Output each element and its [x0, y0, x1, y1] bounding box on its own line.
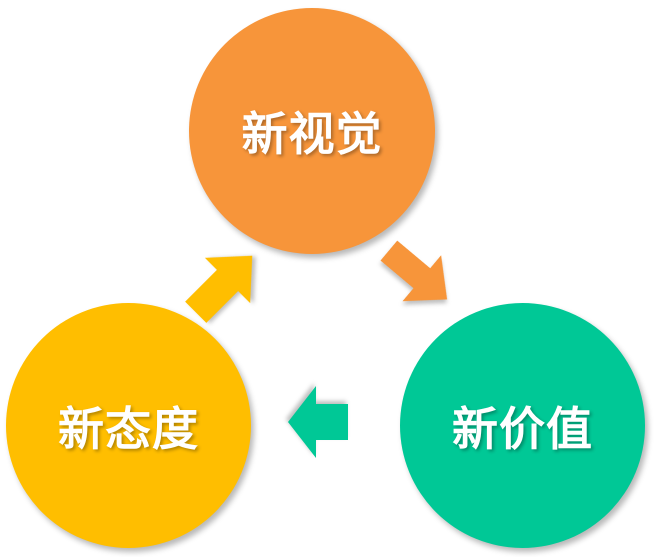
arrow-top-to-right-icon — [380, 240, 448, 302]
arrow-left-to-top-icon — [185, 255, 253, 323]
node-new-vision: 新视觉 — [189, 8, 435, 254]
node-new-vision-label: 新视觉 — [241, 107, 383, 161]
node-new-attitude-label: 新态度 — [58, 401, 199, 456]
arrow-right-to-left-icon — [288, 386, 348, 458]
node-new-attitude: 新态度 — [6, 303, 251, 548]
node-new-value: 新价值 — [400, 303, 645, 548]
node-new-value-label: 新价值 — [452, 401, 593, 456]
